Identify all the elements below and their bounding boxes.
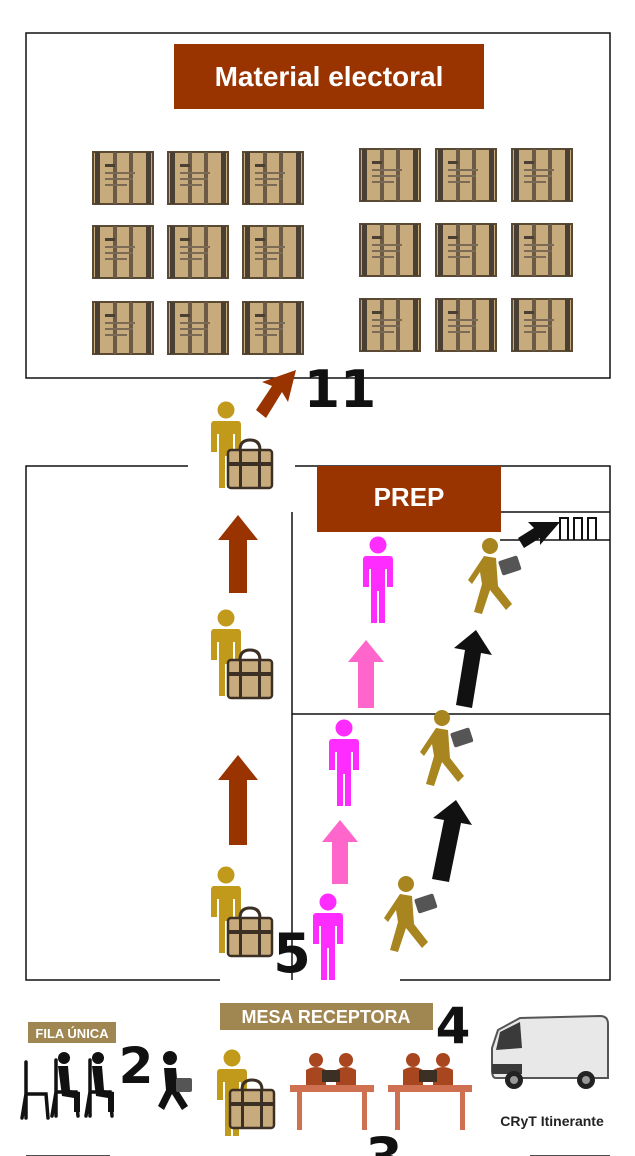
arrow-icon (348, 640, 384, 708)
pink-persons (313, 536, 393, 980)
box-icon (92, 225, 154, 279)
person-icon (363, 536, 393, 623)
fila-label: FILA ÚNICA (35, 1026, 109, 1041)
seated-person-icon (92, 1052, 104, 1064)
arrow-icon (256, 370, 296, 418)
box-icon (359, 298, 421, 352)
reception-tables (290, 1053, 472, 1130)
box-icon (92, 301, 154, 355)
box-icon (242, 301, 304, 355)
box-icon (242, 225, 304, 279)
step-number-11: 11 (304, 360, 376, 420)
mesa-label: MESA RECEPTORA (241, 1007, 410, 1027)
box-icon (435, 298, 497, 352)
fila-label-bg (28, 1022, 116, 1043)
prep-label-bg (317, 466, 501, 532)
box-icon (359, 223, 421, 277)
van-icon (491, 1014, 609, 1089)
step-number-4: 4 (436, 997, 471, 1055)
storage-label-bg (174, 44, 484, 109)
arrow-icon (322, 820, 358, 884)
box-icon (511, 148, 573, 202)
pink-arrows (322, 640, 384, 884)
seated-person-icon (58, 1052, 70, 1064)
prep-label: PREP (374, 482, 445, 512)
box-grid-right (359, 148, 573, 352)
box-icon (511, 298, 573, 352)
walking-person-fila (158, 1051, 192, 1110)
person-icon (313, 893, 343, 980)
box-icon (435, 223, 497, 277)
box-icon (359, 148, 421, 202)
brown-arrows (218, 370, 296, 845)
counter-icon (559, 517, 597, 540)
walking-persons (384, 538, 522, 952)
box-icon (92, 151, 154, 205)
suitcase-icon (226, 438, 274, 490)
suitcase-icon (226, 648, 274, 700)
cryt-label: CRyT Itinerante (500, 1113, 604, 1129)
step-number-3: 3 (365, 1126, 403, 1156)
step-number-5: 5 (273, 922, 311, 985)
table-icon (290, 1053, 374, 1130)
walking-person-icon (384, 876, 438, 952)
arrow-icon (432, 800, 472, 882)
mesa-label-bg (220, 1003, 433, 1030)
black-arrows (432, 522, 560, 882)
box-icon (167, 151, 229, 205)
storage-label: Material electoral (215, 61, 444, 92)
box-icon (167, 225, 229, 279)
arrow-icon (218, 755, 258, 845)
person-icon (329, 719, 359, 806)
box-icon (435, 148, 497, 202)
walking-person-icon (420, 710, 474, 786)
table-icon (388, 1053, 472, 1130)
seated-persons (58, 1052, 114, 1112)
box-icon (511, 223, 573, 277)
arrow-icon (518, 522, 560, 548)
arrow-icon (218, 515, 258, 593)
chairs (20, 1052, 114, 1120)
walking-person-icon (468, 538, 522, 614)
walking-person-icon (163, 1051, 177, 1065)
step-number-2: 2 (119, 1037, 154, 1095)
chair-icon (20, 1060, 50, 1120)
box-grid-left (92, 151, 304, 355)
box-icon (167, 301, 229, 355)
arrow-icon (454, 630, 492, 708)
box-icon (242, 151, 304, 205)
storage-room: Material electoral (25, 32, 611, 379)
suitcase-icon (226, 906, 274, 958)
